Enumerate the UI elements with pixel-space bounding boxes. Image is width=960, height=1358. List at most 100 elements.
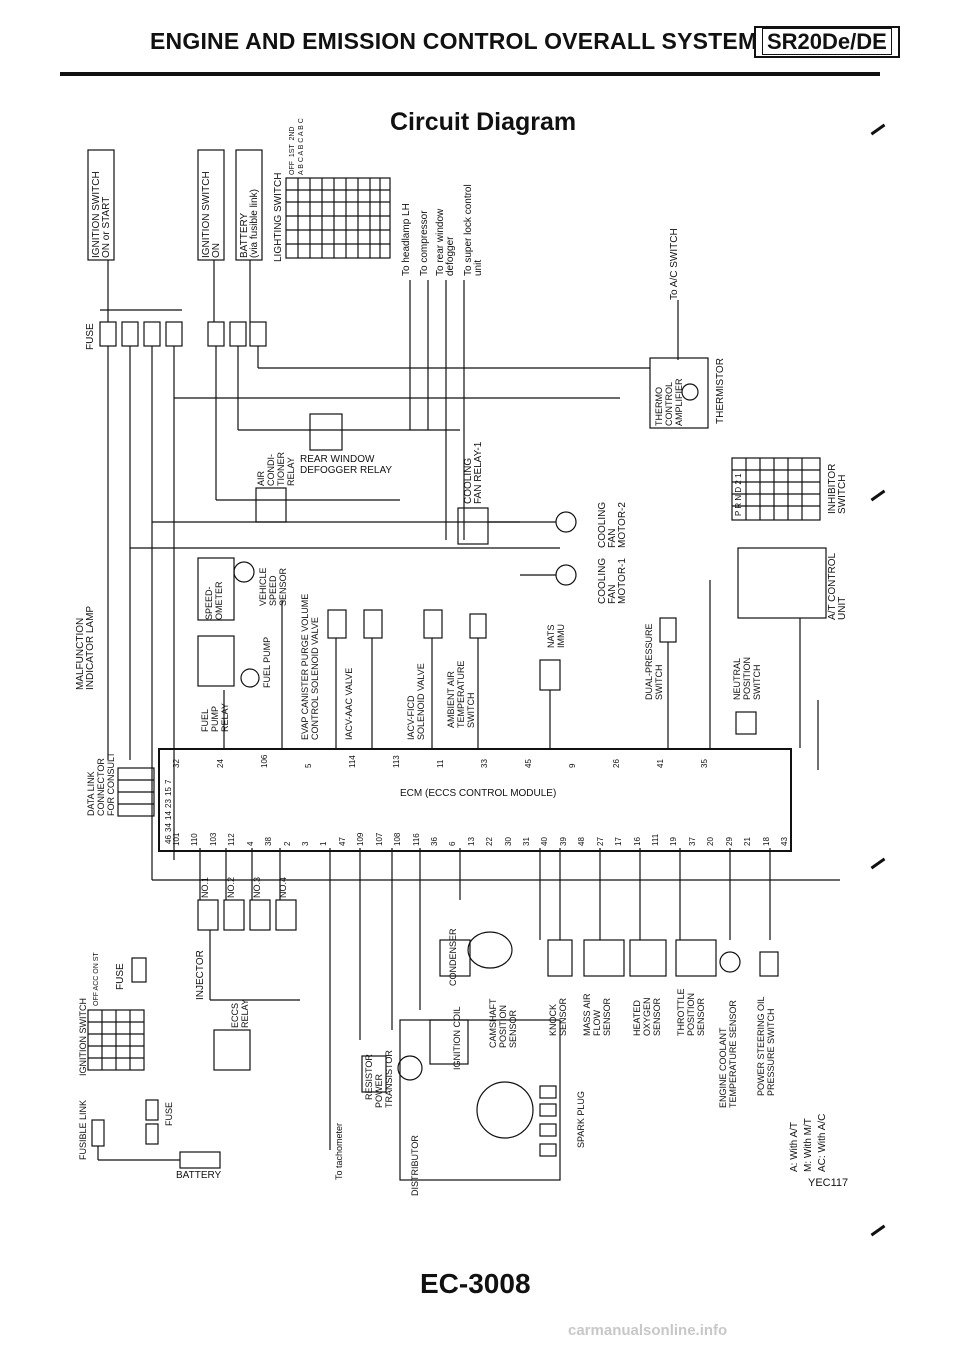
injector-2 — [223, 899, 245, 931]
ecm-pin-number: 106 — [260, 754, 269, 768]
label-evap-canister: EVAP CANISTER PURGE VOLUME CONTROL SOLEN… — [300, 593, 320, 740]
legend-symbol: M — [803, 1163, 814, 1172]
watermark: carmanualsonline.info — [568, 1322, 728, 1339]
knock-sensor-box — [547, 939, 573, 977]
battery-symbol — [179, 1151, 221, 1169]
ecm-label: ECM (ECCS CONTROL MODULE) — [400, 788, 557, 799]
spark-plug-2 — [539, 1103, 557, 1117]
ecm-pin-number: 3 — [300, 841, 310, 846]
resistor-box — [361, 1055, 387, 1093]
ac-relay-box — [255, 487, 287, 523]
label-injector-no4: NO.4 — [278, 876, 288, 898]
label-ignition-coil: IGNITION COIL — [452, 1006, 462, 1070]
lighting-switch-grid — [285, 177, 391, 259]
label-iacv-aac: IACV-AAC VALVE — [344, 667, 354, 740]
fuse-bottom-b — [145, 1123, 159, 1145]
label-mass-air-flow: MASS AIR FLOW SENSOR — [582, 993, 612, 1036]
label-injector-no2: NO.2 — [226, 876, 236, 898]
evap-solenoid — [327, 609, 347, 639]
label-to-rear-window: To rear window defogger — [435, 208, 456, 276]
maf-sensor-box — [583, 939, 625, 977]
ecm-pin-number: 35 — [700, 759, 709, 768]
label-camshaft-sensor: CAMSHAFT POSITION SENSOR — [488, 998, 518, 1049]
ecm-pin-number: 40 — [540, 837, 550, 846]
ambient-switch — [469, 613, 487, 639]
label-heated-o2: HEATED OXYGEN SENSOR — [632, 997, 662, 1036]
distributor-rotor — [476, 1081, 534, 1139]
distributor-box — [399, 1019, 561, 1181]
spark-plug-1 — [539, 1085, 557, 1099]
label-ign-bottom-cols: OFF ACC ON ST — [93, 952, 100, 1006]
ecm-pin-number: 112 — [227, 833, 237, 846]
ign-on-box — [197, 149, 225, 261]
ecm-pin-number: 36 — [429, 837, 439, 846]
ecm-pin-number: 48 — [577, 837, 587, 846]
label-lighting-switch: LIGHTING SWITCH — [273, 172, 284, 262]
thermo-amp-box — [649, 357, 709, 429]
ecm-pin-number: 108 — [393, 832, 403, 846]
label-inhibitor-cols: P R N D 2 1 — [734, 473, 743, 516]
label-spark-plug: SPARK PLUG — [576, 1091, 586, 1148]
ecm-pin-number: 16 — [632, 837, 642, 846]
spark-plug-3 — [539, 1123, 557, 1137]
legend-text: : With A/C — [817, 1113, 828, 1159]
ecm-pin-number: 11 — [436, 759, 445, 768]
label-iacv-ficd: IACV-FICD SOLENOID VALVE — [406, 663, 426, 740]
ecm-pin-number: 27 — [595, 837, 605, 846]
inhibitor-grid — [731, 457, 821, 521]
label-knock-sensor: KNOCK SENSOR — [548, 997, 568, 1036]
label-cooling-fan-m1: COOLING FAN MOTOR-1 — [597, 557, 628, 604]
label-eccs-relay: ECCS RELAY — [230, 999, 250, 1028]
legend-item-mt: M: With M/T — [803, 1118, 814, 1172]
label-injector-no1: NO.1 — [200, 876, 210, 898]
cooling-fan-motor-1 — [555, 564, 577, 586]
speedometer-box — [197, 557, 235, 621]
label-nats: NATS IMMU — [546, 624, 566, 648]
ecm-pin-number: 14 — [164, 811, 173, 820]
label-cooling-fan-m2: COOLING FAN MOTOR-2 — [597, 501, 628, 548]
label-fuel-pump-relay: FUEL PUMP RELAY — [200, 703, 230, 732]
legend-symbol: AC — [817, 1158, 828, 1172]
ecm-pin-number: 6 — [448, 841, 458, 846]
label-thermo-amp: THERMO CONTROL AMPLIFIER — [654, 378, 684, 426]
ecm-pin-number: 31 — [522, 837, 532, 846]
fuse-mid-box — [131, 957, 147, 983]
vehicle-speed-sensor — [233, 561, 255, 583]
ecm-pin-number: 1 — [319, 841, 329, 846]
label-coolant-temp: ENGINE COOLANT TEMPERATURE SENSOR — [718, 1000, 738, 1108]
label-fusible-link: FUSIBLE LINK — [78, 1099, 88, 1160]
ecm-pin-number: 26 — [612, 759, 621, 768]
label-distributor: DISTRIBUTOR — [410, 1135, 420, 1196]
ecm-pin-number: 116 — [411, 833, 421, 846]
fuse-2 — [121, 321, 139, 347]
label-speedometer: SPEED- OMETER — [204, 581, 224, 620]
ecm-pin-number: 17 — [614, 837, 624, 846]
ecm-pin-number: 34 — [164, 823, 173, 832]
fuse-5 — [207, 321, 225, 347]
page-title: ENGINE AND EMISSION CONTROL OVERALL SYST… — [150, 28, 758, 54]
spark-plug-4 — [539, 1143, 557, 1157]
legend-item-at: A: With A/T — [789, 1122, 800, 1172]
legend-symbol: A — [789, 1165, 800, 1172]
legend-text: : With M/T — [803, 1118, 814, 1164]
fuse-4 — [165, 321, 183, 347]
label-data-link: DATA LINK CONNECTOR FOR CONSULT — [86, 752, 116, 816]
ecm-pin-number: 111 — [651, 833, 661, 846]
ign-start-box — [87, 149, 115, 261]
label-thermistor: THERMISTOR — [715, 358, 726, 424]
page-number: EC-3008 — [420, 1268, 531, 1299]
cooling-fan-relay-box — [457, 507, 489, 545]
ecm-pin-number: 7 — [164, 779, 173, 784]
ecm-pin-number: 21 — [743, 837, 753, 846]
ecm-pin-number: 4 — [245, 841, 255, 846]
ecm-pin-number: 18 — [761, 837, 771, 846]
label-fuse-bottom: FUSE — [164, 1101, 174, 1126]
ecm-pin-number: 38 — [264, 837, 274, 846]
label-fuse-mid: FUSE — [115, 963, 126, 990]
ecm-pin-number: 39 — [558, 837, 568, 846]
tps-box — [675, 939, 717, 977]
label-dual-pressure: DUAL-PRESSURE SWITCH — [644, 623, 664, 700]
label-throttle-pos: THROTTLE POSITION SENSOR — [676, 988, 706, 1036]
ecm-pin-number: 37 — [687, 837, 697, 846]
